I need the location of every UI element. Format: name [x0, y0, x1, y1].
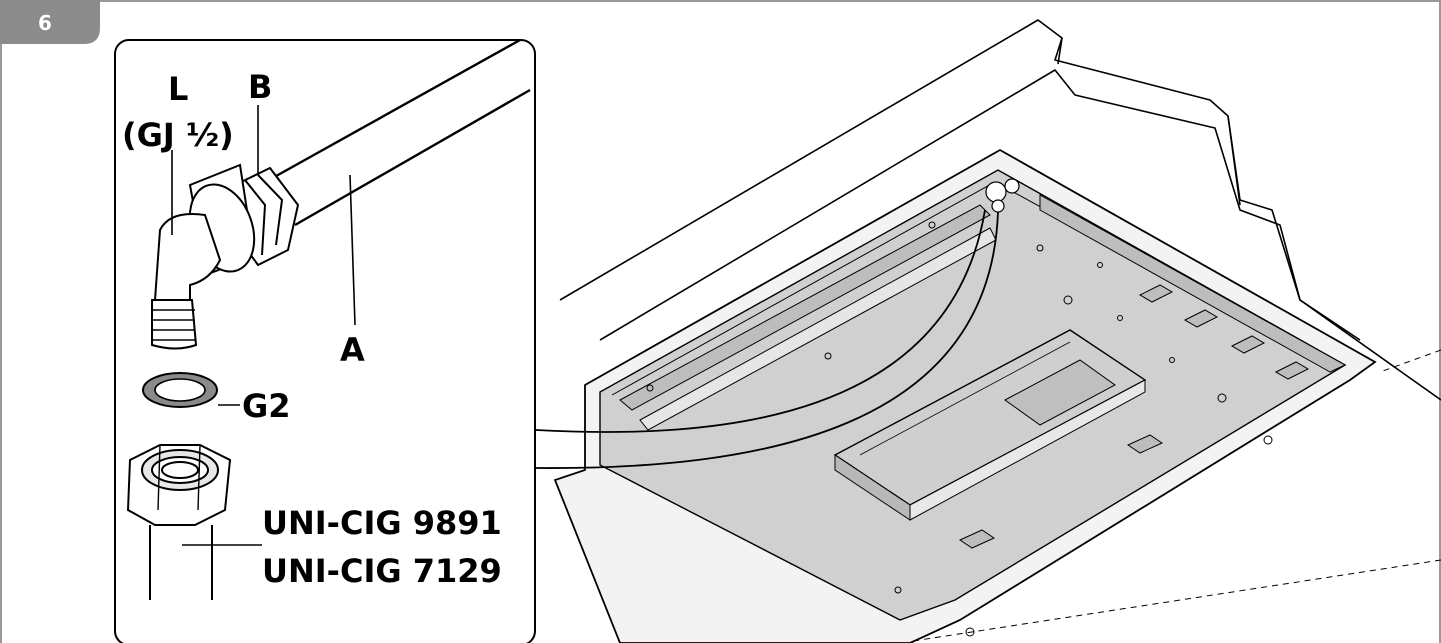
label-a: A [340, 331, 365, 369]
label-l: L [168, 70, 188, 108]
hob-frame [553, 148, 1377, 643]
label-b: B [248, 68, 272, 106]
label-standard-1: UNI-CIG 9891 [262, 504, 502, 542]
step-badge: 6 [0, 0, 100, 44]
label-l-spec: (GJ ½) [122, 116, 234, 154]
label-g2: G2 [242, 387, 291, 425]
detail-inset: L (GJ ½) B A G2 UNI-CIG 9891 UNI-CIG 712… [114, 38, 536, 643]
countertop [559, 19, 1441, 643]
hose-connector [126, 444, 232, 600]
step-number: 6 [38, 11, 52, 35]
seal-washer-g2 [142, 372, 218, 408]
label-standard-2: UNI-CIG 7129 [262, 552, 502, 590]
hob-gas-elbow [985, 178, 1020, 213]
elbow-fitting-l [151, 163, 256, 350]
pipe-a [259, 38, 531, 227]
callout-leader [535, 209, 999, 469]
